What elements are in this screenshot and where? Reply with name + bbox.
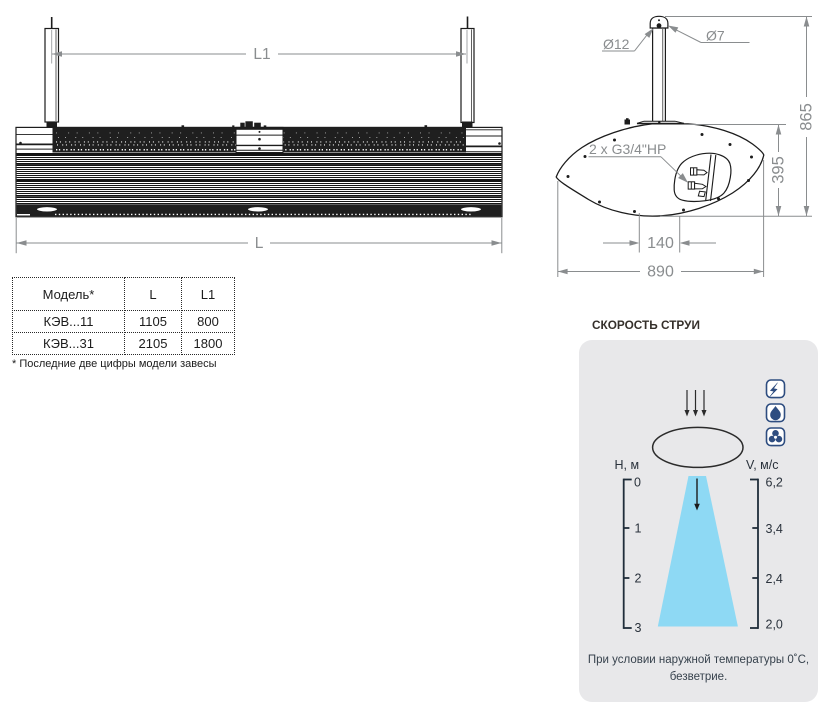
svg-text:Н, м: Н, м: [615, 458, 640, 472]
svg-text:865: 865: [798, 103, 816, 131]
svg-text:2: 2: [635, 572, 642, 586]
svg-text:Ø7: Ø7: [706, 28, 725, 44]
svg-text:0: 0: [634, 476, 641, 490]
svg-text:2 x G3/4"НР: 2 x G3/4"НР: [589, 141, 666, 157]
svg-text:1: 1: [635, 522, 642, 536]
svg-text:6,2: 6,2: [766, 476, 783, 490]
svg-text:L1: L1: [253, 46, 270, 63]
svg-text:140: 140: [647, 235, 674, 252]
svg-text:L: L: [255, 235, 264, 252]
svg-text:V, м/с: V, м/с: [746, 458, 778, 472]
svg-text:2,4: 2,4: [766, 572, 783, 586]
svg-text:890: 890: [647, 264, 674, 281]
svg-text:3,4: 3,4: [766, 522, 783, 536]
svg-text:3: 3: [635, 621, 642, 635]
svg-text:2,0: 2,0: [766, 618, 783, 632]
svg-text:395: 395: [770, 156, 788, 184]
svg-text:Ø12: Ø12: [603, 36, 630, 52]
